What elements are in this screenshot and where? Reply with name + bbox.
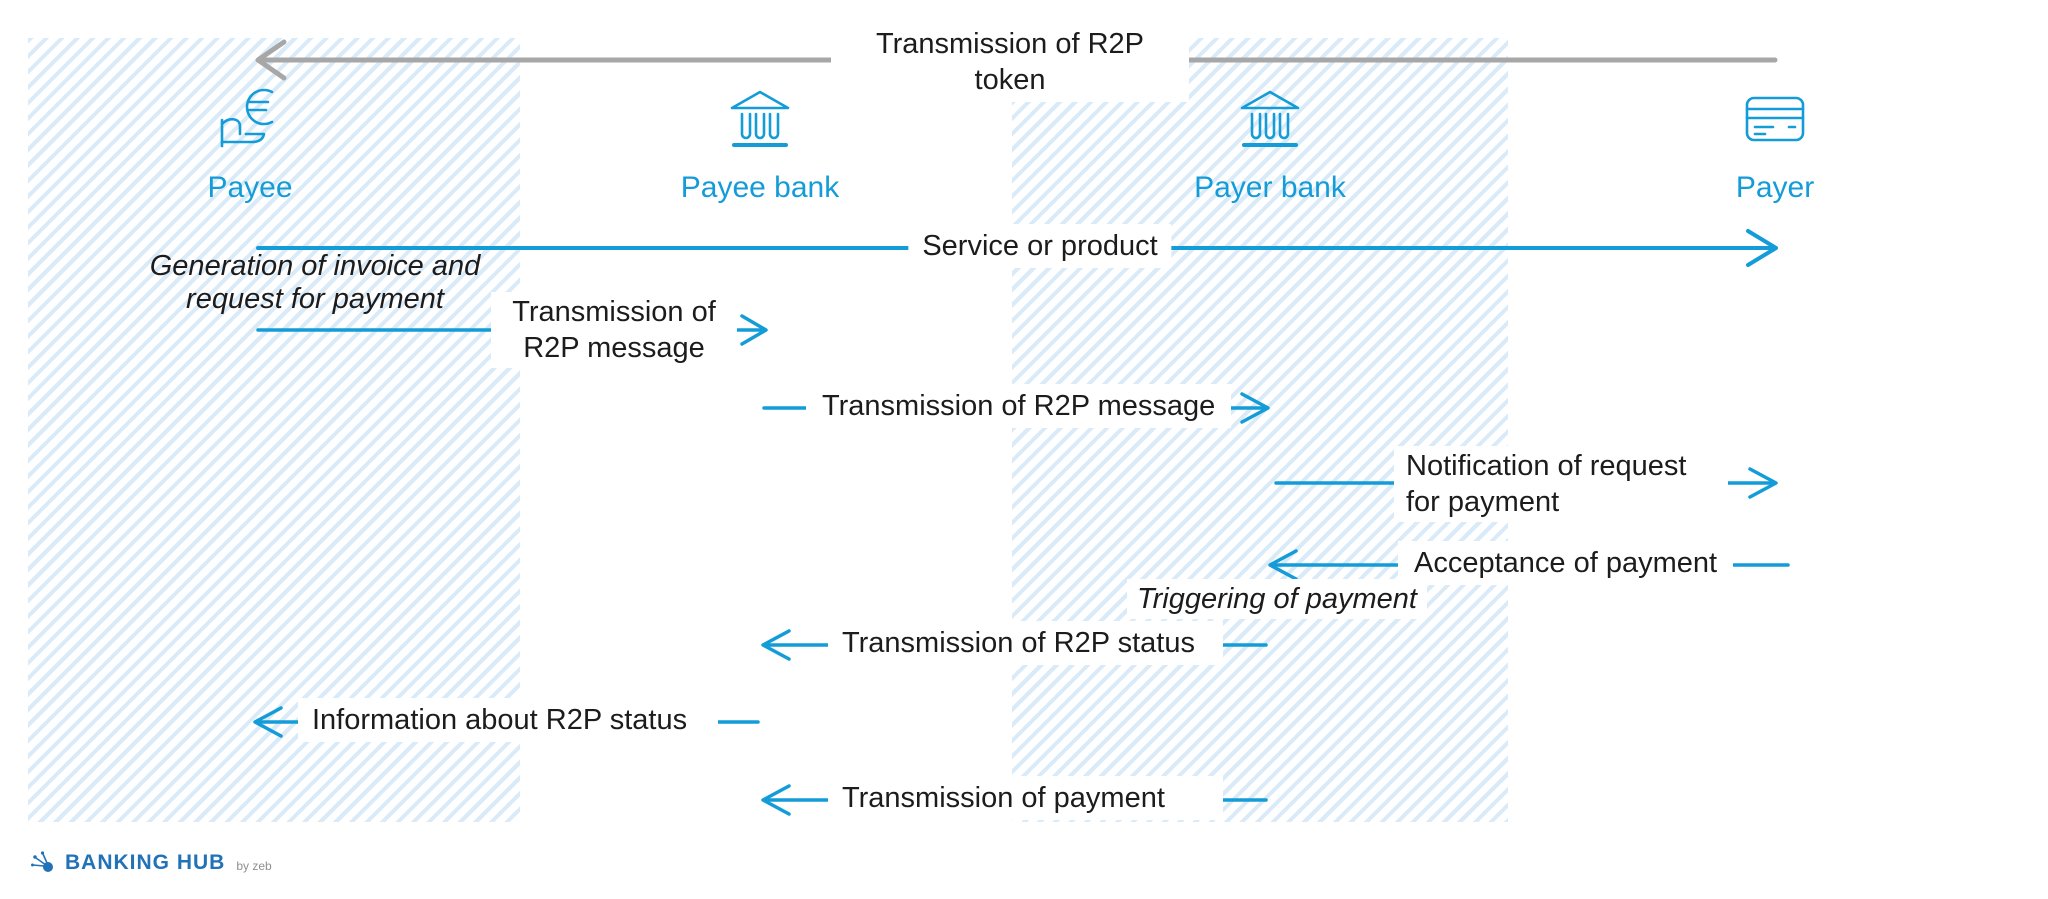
participant-label: Payer bank <box>1194 171 1346 204</box>
participant-label: Payer <box>1735 171 1815 204</box>
participant-label: Payee bank <box>680 171 840 204</box>
participant-label: Payee <box>207 171 293 204</box>
brand-bold: HUB <box>176 851 226 874</box>
brand-name: BANKING <box>65 851 170 874</box>
participant-payee-bank: Payee bank <box>640 76 880 205</box>
service-arrow-label: Service or product <box>908 224 1172 268</box>
payment-label: Transmission of payment <box>828 776 1223 820</box>
r2p-message-2-label: Transmission of R2P message <box>806 384 1232 428</box>
participant-payee: Payee <box>130 76 370 205</box>
info-status-label: Information about R2P status <box>298 698 718 742</box>
brand-text: BANKING HUB <box>65 851 225 875</box>
status-label: Transmission of R2P status <box>828 621 1223 665</box>
brand-byline: by zeb <box>236 859 272 873</box>
banking-hub-logo: BANKING HUB by zeb <box>30 850 272 876</box>
participant-payer: Payer <box>1655 76 1895 205</box>
payee-lane-hatch <box>28 38 520 822</box>
bank-icon <box>1228 76 1312 165</box>
bank-icon <box>718 76 802 165</box>
hand-euro-icon <box>208 76 292 165</box>
splash-icon <box>30 850 56 876</box>
token-arrow-label: Transmission of R2P token <box>831 22 1189 102</box>
acceptance-label: Acceptance of payment <box>1398 541 1734 585</box>
generation-note: Generation of invoice and request for pa… <box>149 250 481 315</box>
payer-bank-lane-hatch <box>1012 38 1508 822</box>
participant-payer-bank: Payer bank <box>1150 76 1390 205</box>
notification-label: Notification of request for payment <box>1394 446 1728 522</box>
credit-card-icon <box>1733 76 1817 165</box>
triggering-note: Triggering of payment <box>1127 579 1427 619</box>
r2p-message-1-label: Transmission of R2P message <box>491 292 737 368</box>
